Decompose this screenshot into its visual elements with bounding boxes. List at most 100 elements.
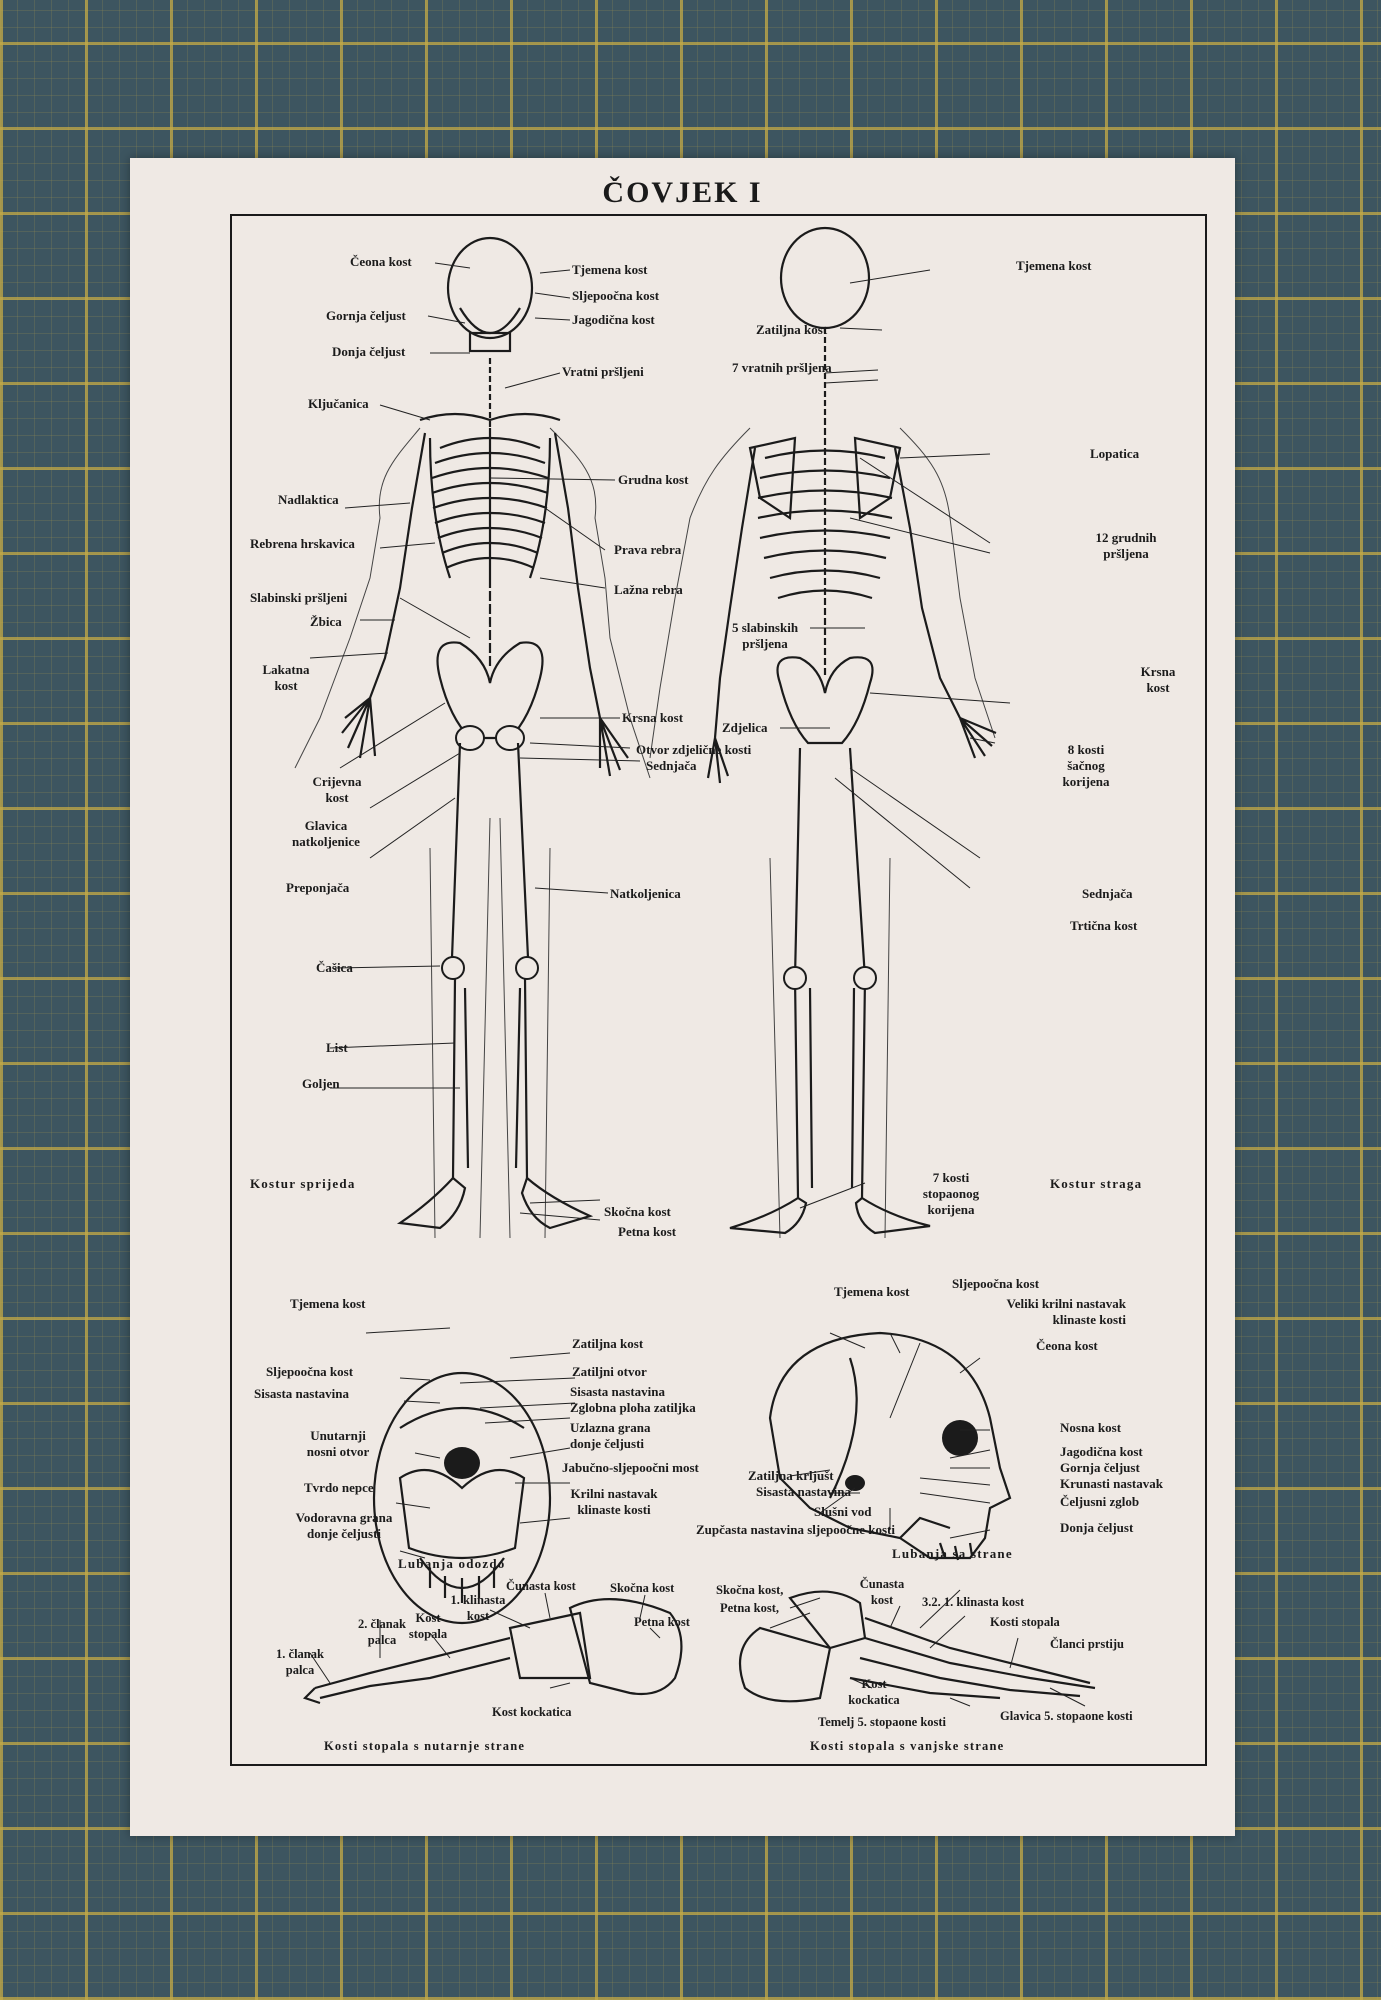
anatomy-illustration [294, 226, 1096, 1707]
label-5-slabinskih-prsljena: 5 slabinskih pršljena [731, 620, 799, 651]
label-back-tjemena-kost: Tjemena kost [1016, 258, 1092, 273]
label-sednjaca: Sednjača [646, 758, 697, 773]
label-nadlaktica: Nadlaktica [278, 492, 339, 507]
label-fo-skocna-kost: Skočna kost, [716, 1583, 784, 1597]
label-vratni-prsljeni: Vratni pršljeni [562, 364, 644, 379]
label-skocna-kost: Skočna kost [604, 1204, 671, 1219]
label-trticna-kost: Trtična kost [1070, 918, 1138, 933]
label-sb-uzlazna-grana: Uzlazna grana donje čeljusti [570, 1420, 651, 1451]
label-sb-zglobna-ploha-zatiljka: Zglobna ploha zatiljka [570, 1400, 696, 1415]
label-fi-1-klinasta-kost: 1. klinasta kost [450, 1593, 506, 1623]
skull-below-drawing [372, 1371, 552, 1625]
label-sb-jabucno-sljepoocni-most: Jabučno-sljepoočni most [562, 1460, 699, 1475]
label-kljucanica: Ključanica [308, 396, 369, 411]
label-12-grudnih-prsljena: 12 grudnih pršljena [1095, 530, 1157, 561]
label-tjemena-kost: Tjemena kost [572, 262, 648, 277]
front-skeleton-drawing [294, 236, 651, 1239]
label-krsna-kost: Krsna kost [622, 710, 684, 725]
label-ss-jagodicna-kost: Jagodična kost [1060, 1444, 1143, 1459]
label-back-krsna-kost: Krsna kost [1140, 664, 1176, 695]
caption-lubanja-odozdo: Lubanja odozdo [398, 1556, 506, 1571]
label-prava-rebra: Prava rebra [614, 542, 682, 557]
label-ss-krunasti-nastavak: Krunasti nastavak [1060, 1476, 1163, 1491]
label-sb-zatiljni-otvor: Zatiljni otvor [572, 1364, 647, 1379]
print-sheet: ČOVJEK I [130, 158, 1235, 1836]
illustration-frame [230, 214, 1207, 1766]
label-natkoljenica: Natkoljenica [610, 886, 681, 901]
label-fi-cunasta-kost: Čunasta kost [506, 1579, 576, 1593]
back-skeleton-drawing [649, 226, 997, 1239]
label-sb-krilni-nastavak: Krilni nastavak klinaste kosti [570, 1486, 658, 1517]
label-sb-tvrdo-nepce: Tvrdo nepce [304, 1480, 374, 1495]
label-fi-kost-kockatica: Kost kockatica [492, 1705, 572, 1719]
label-sb-unutarnji-nosni-otvor: Unutarnji nosni otvor [306, 1428, 370, 1459]
label-grudna-kost: Grudna kost [618, 472, 689, 487]
label-donja-celjust: Donja čeljust [332, 344, 406, 359]
label-fo-kosti-stopala: Kosti stopala [990, 1615, 1060, 1629]
label-sb-zatiljna-kost: Zatiljna kost [572, 1336, 644, 1351]
label-sljepoocna-kost: Sljepoočna kost [572, 288, 660, 303]
label-ss-slusni-vod: Slušni vod [814, 1504, 872, 1519]
foot-inner-drawing [302, 1598, 683, 1705]
label-fi-2-clanak-palca: 2. članak palca [358, 1617, 406, 1647]
label-rebrena-hrskavica: Rebrena hrskavica [250, 536, 355, 551]
page-title: ČOVJEK I [602, 176, 763, 209]
caption-kosti-stopala-nutarnje: Kosti stopala s nutarnje strane [324, 1739, 526, 1753]
label-otvor-zdjelicne-kosti: Otvor zdjelične kosti [636, 742, 752, 757]
label-crijevna-kost: Crijevna kost [312, 774, 362, 805]
label-sb-tjemena-kost: Tjemena kost [290, 1296, 366, 1311]
label-zdjelica: Zdjelica [722, 720, 768, 735]
caption-kostur-sprijeda: Kostur sprijeda [250, 1176, 356, 1191]
label-zatiljna-kost: Zatiljna kost [756, 322, 828, 337]
label-gornja-celjust: Gornja čeljust [326, 308, 406, 323]
label-fo-temelj-5: Temelj 5. stopaone kosti [818, 1715, 947, 1729]
label-ss-veliki-krilni-nastavak: Veliki krilni nastavak klinaste kosti [1006, 1296, 1126, 1327]
leader-lines [309, 262, 1086, 1707]
caption-lubanja-sa-strane: Lubanja sa strane [892, 1546, 1013, 1561]
label-preponjaca: Preponjača [286, 880, 350, 895]
label-fo-petna-kost: Petna kost, [720, 1601, 780, 1615]
skull-side-drawing [768, 1331, 1012, 1561]
label-ss-tjemena-kost: Tjemena kost [834, 1284, 910, 1299]
label-ss-zupcasta-nastavina: Zupčasta nastavina sljepoočne kosti [696, 1522, 895, 1537]
label-back-sednjaca: Sednjača [1082, 886, 1133, 901]
label-sb-sisasta-nastavina-left: Sisasta nastavina [254, 1386, 349, 1401]
label-petna-kost: Petna kost [618, 1224, 677, 1239]
label-lazna-rebra: Lažna rebra [614, 582, 683, 597]
label-fo-glavica-5: Glavica 5. stopaone kosti [1000, 1709, 1133, 1723]
label-ceona-kost: Čeona kost [350, 254, 412, 269]
label-zbica: Žbica [310, 614, 342, 629]
label-sb-sisasta-nastavina-right: Sisasta nastavina [570, 1384, 665, 1399]
label-fo-clanci-prstiju: Članci prstiju [1050, 1637, 1124, 1651]
label-sb-vodoravna-grana: Vodoravna grana donje čeljusti [295, 1510, 393, 1541]
label-ss-ceona-kost: Čeona kost [1036, 1338, 1098, 1353]
label-sb-sljepoocna-kost: Sljepoočna kost [266, 1364, 354, 1379]
label-lakatna-kost: Lakatna kost [262, 662, 310, 693]
label-fi-petna-kost: Petna kost [634, 1615, 690, 1629]
foot-outer-drawing [738, 1590, 1096, 1703]
label-fo-klinasta-kost: 3.2. 1. klinasta kost [922, 1595, 1025, 1609]
label-fi-kost-stopala: Kost stopala [408, 1611, 448, 1641]
label-lopatica: Lopatica [1090, 446, 1140, 461]
label-fi-skocna-kost: Skočna kost [610, 1581, 675, 1595]
label-fo-cunasta-kost: Čunasta kost [859, 1577, 905, 1607]
label-list: List [326, 1040, 348, 1055]
caption-kosti-stopala-vanjske: Kosti stopala s vanjske strane [810, 1739, 1005, 1753]
label-7-vratnih-prsljena: 7 vratnih pršljena [732, 360, 832, 375]
label-ss-gornja-celjust: Gornja čeljust [1060, 1460, 1140, 1475]
label-ss-sisasta-nastavina: Sisasta nastavina [756, 1484, 851, 1499]
label-goljen: Goljen [302, 1076, 340, 1091]
label-ss-nosna-kost: Nosna kost [1060, 1420, 1122, 1435]
label-casica: Čašica [316, 960, 353, 975]
label-ss-sljepoocna-kost: Sljepoočna kost [952, 1276, 1040, 1291]
label-fi-1-clanak-palca: 1. članak palca [276, 1647, 324, 1677]
label-ss-zatiljna-krljust: Zatiljna krljušt [748, 1468, 834, 1483]
label-glavica-natkoljenice: Glavica natkoljenice [292, 818, 360, 849]
label-jagodicna-kost: Jagodična kost [572, 312, 655, 327]
label-fo-kost-kockatica: Kost kockatica [848, 1677, 900, 1707]
label-7-kosti-stopaonog-korijena: 7 kosti stopaonog korijena [922, 1170, 980, 1217]
label-slabinski-prsljeni: Slabinski pršljeni [250, 590, 348, 605]
label-ss-donja-celjust: Donja čeljust [1060, 1520, 1134, 1535]
label-8-kosti-sacnog-korijena: 8 kosti šačnog korijena [1062, 742, 1110, 789]
caption-kostur-straga: Kostur straga [1050, 1176, 1143, 1191]
